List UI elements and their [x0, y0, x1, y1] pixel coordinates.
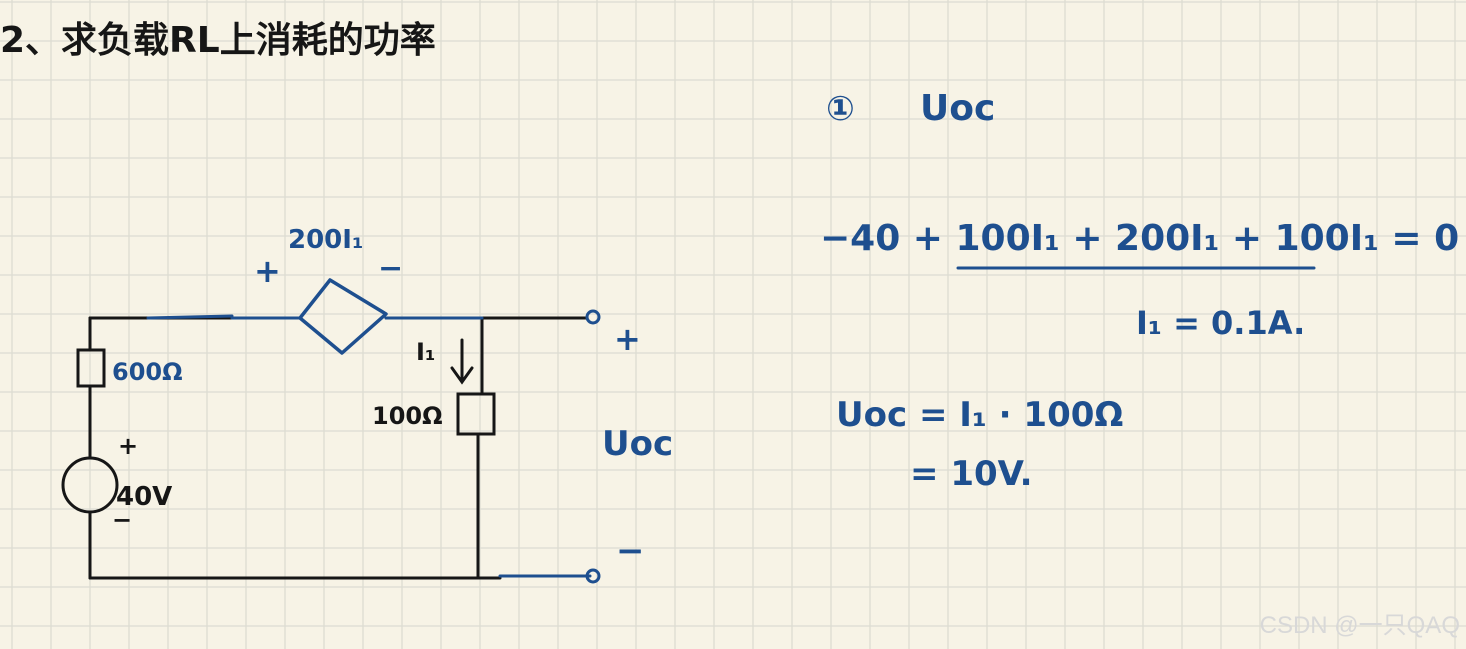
dep-source-plus: +: [254, 252, 281, 290]
dependent-source-symbol: [298, 278, 388, 355]
current-arrow: [450, 338, 474, 385]
resistor-100-symbol: [456, 392, 496, 436]
watermark-text: CSDN @一只QAQ: [1260, 612, 1460, 639]
output-plus-sign: +: [614, 320, 641, 358]
output-terminal-top: [585, 309, 601, 325]
resistor-600-symbol: [76, 348, 106, 388]
step-label: Uoc: [920, 88, 995, 129]
current-result: I₁ = 0.1A.: [1136, 304, 1305, 342]
output-minus-sign: −: [616, 531, 645, 571]
kvl-equation: −40 + 100I₁ + 200I₁ + 100I₁ = 0: [820, 218, 1459, 259]
blue-overdraw-wire: [146, 314, 234, 320]
output-voltage-label: Uoc: [602, 424, 673, 464]
source-voltage-label: 40V: [116, 482, 172, 512]
dep-source-minus: −: [378, 251, 403, 286]
voltage-source-symbol: [61, 456, 119, 514]
step-number: ①: [826, 89, 855, 129]
dep-source-label: 200I₁: [288, 225, 363, 255]
problem-title: 2、求负载RL上消耗的功率: [0, 20, 436, 61]
source-minus-sign: −: [112, 506, 132, 534]
current-label: I₁: [416, 338, 435, 366]
resistor-600-label: 600Ω: [112, 358, 183, 386]
resistor-100-label: 100Ω: [372, 402, 443, 430]
uoc-equation-line1: Uoc = I₁ · 100Ω: [836, 395, 1123, 435]
circuit-wires: [88, 316, 588, 580]
output-terminal-bottom: [585, 568, 601, 584]
uoc-equation-line2: = 10V.: [910, 454, 1033, 494]
source-plus-sign: +: [118, 432, 138, 460]
